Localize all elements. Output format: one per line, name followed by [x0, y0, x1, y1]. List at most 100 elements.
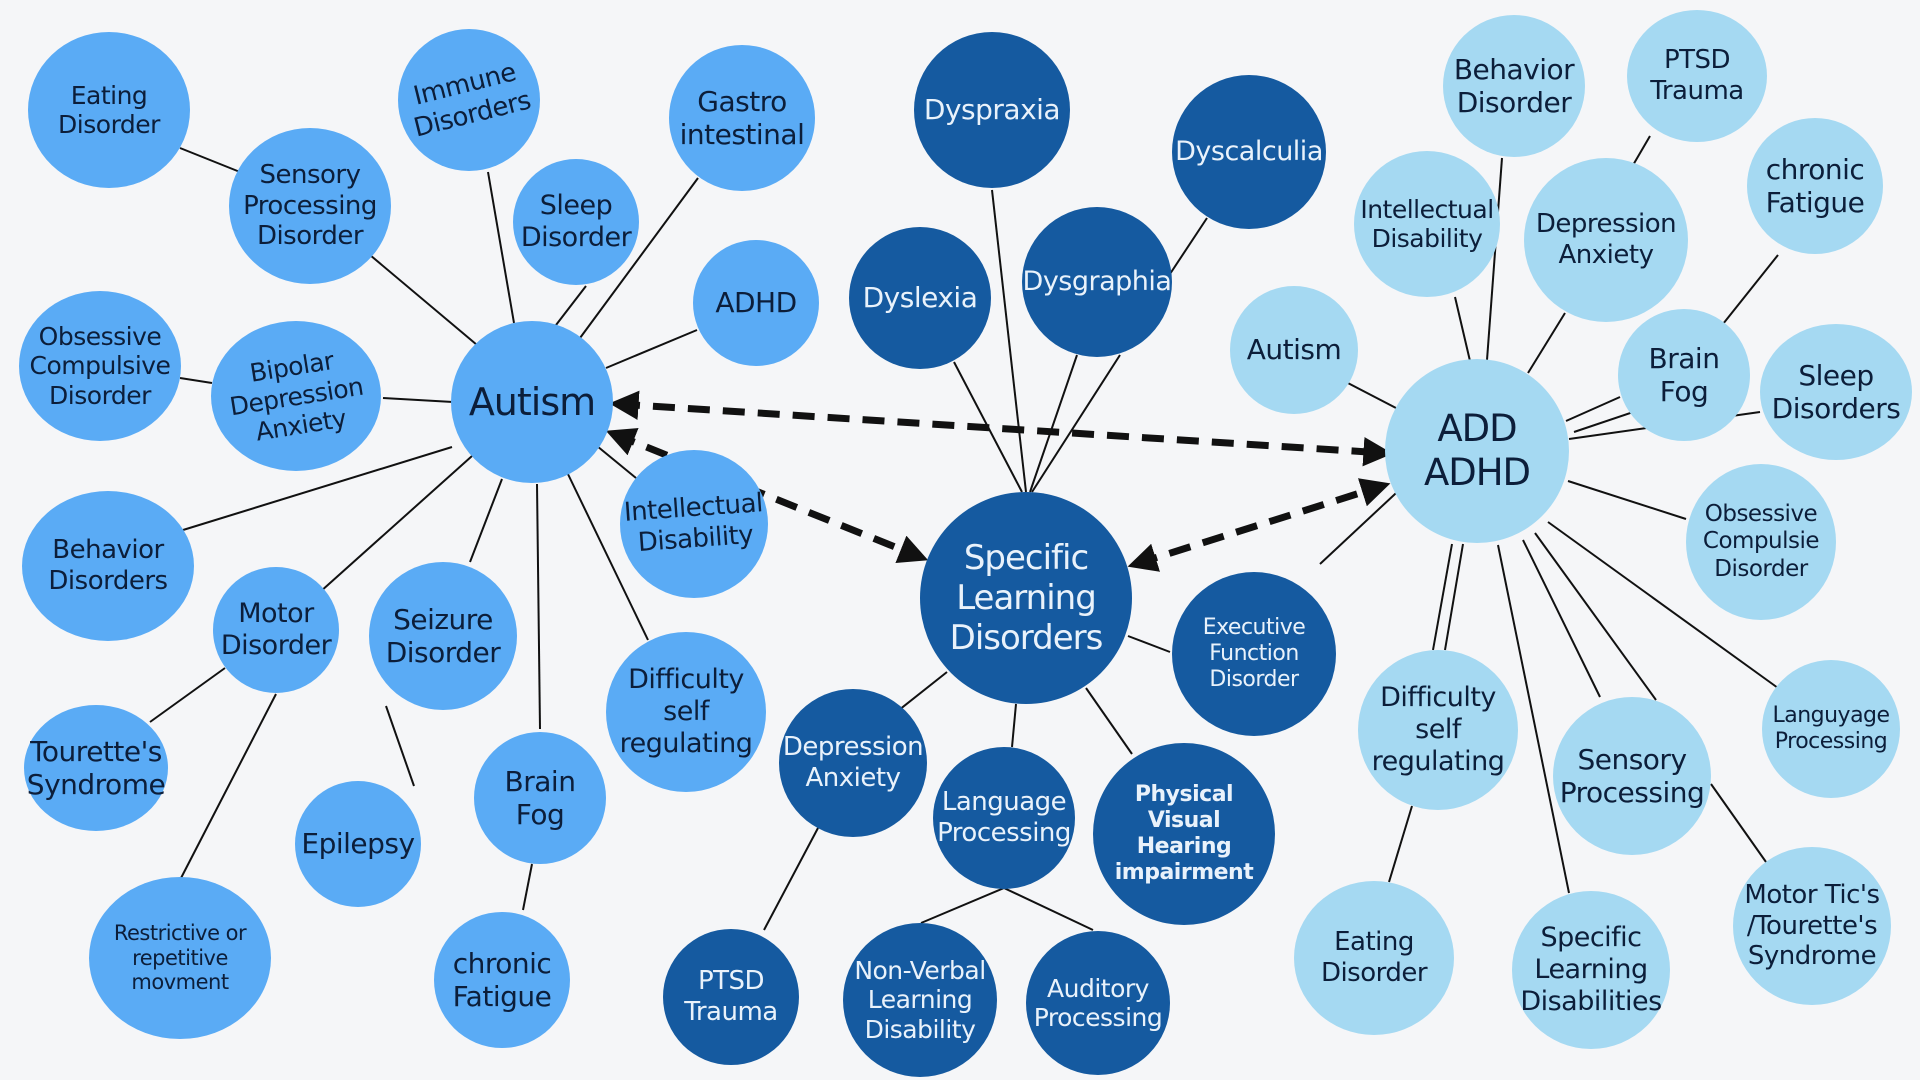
- node-label: PTSD Trauma: [684, 966, 778, 1027]
- sld-dysgraphia-node: Dysgraphia: [1022, 207, 1172, 357]
- connector-line: [536, 483, 541, 730]
- node-label: Autism: [468, 379, 596, 424]
- connector-line: [555, 285, 587, 326]
- sld-language-processing-node: Language Processing: [933, 747, 1075, 889]
- autism-immune-disorders-node: Immune Disorders: [398, 29, 540, 171]
- sld-nonverbal-node: Non-Verbal Learning Disability: [843, 923, 997, 1077]
- autism-hub-node: Autism: [451, 321, 613, 483]
- connector-line: [1011, 703, 1017, 748]
- node-label: Intellectual Disability: [1360, 194, 1494, 254]
- autism-chronic-fatigue-node: chronic Fatigue: [434, 912, 570, 1048]
- connector-line: [596, 445, 637, 479]
- connector-line: [182, 446, 453, 531]
- node-label: Obsessive Compulsive Disorder: [29, 321, 171, 410]
- node-label: Specific Learning Disorders: [949, 537, 1104, 659]
- connector-line: [1343, 380, 1397, 409]
- connector-line: [1444, 543, 1464, 651]
- connector-line: [1388, 805, 1413, 883]
- sld-physical-impairment-node: Physical Visual Hearing impairment: [1093, 743, 1275, 925]
- connector-line: [1085, 687, 1133, 755]
- autism-eating-disorder-node: Eating Disorder: [28, 32, 190, 188]
- connector-line: [522, 863, 533, 911]
- sld-dyspraxia-node: Dyspraxia: [914, 32, 1070, 188]
- connector-line: [1534, 532, 1657, 701]
- sld-ptsd-trauma-node: PTSD Trauma: [663, 929, 799, 1065]
- node-label: Depression Anxiety: [1535, 209, 1677, 270]
- connector-line: [469, 478, 503, 563]
- node-label: Behavior Disorder: [1453, 52, 1575, 119]
- connector-line: [487, 171, 515, 324]
- connector-line: [1486, 157, 1503, 361]
- node-label: PTSD Trauma: [1650, 45, 1744, 106]
- autism-intellectual-disability-node: Intellectual Disability: [620, 450, 768, 598]
- autism-sleep-disorder-node: Sleep Disorder: [513, 159, 639, 285]
- adhd-hub-node: ADD ADHD: [1385, 359, 1569, 543]
- node-label: Specific Learning Disabilities: [1520, 922, 1662, 1017]
- adhd-difficulty-self-regulating-node: Difficulty self regulating: [1358, 650, 1518, 810]
- connector-line: [319, 455, 473, 593]
- connector-line: [920, 887, 1005, 924]
- adhd-intellectual-disability-node: Intellectual Disability: [1354, 151, 1500, 297]
- connector-line: [1567, 480, 1687, 520]
- dashed-double-arrow: [605, 428, 929, 563]
- adhd-ocd-node: Obsessive Compulsie Disorder: [1686, 464, 1836, 620]
- adhd-chronic-fatigue-node: chronic Fatigue: [1747, 118, 1883, 254]
- node-label: Intellectual Disability: [622, 488, 764, 558]
- connector-line: [1454, 296, 1471, 362]
- autism-restrictive-movement-node: Restrictive or repetitive movment: [89, 877, 271, 1039]
- connector-line: [1522, 539, 1601, 698]
- node-label: Tourette's Syndrome: [26, 734, 166, 801]
- connector-line: [385, 705, 415, 787]
- connector-line: [579, 177, 699, 339]
- node-label: Dyscalculia: [1175, 136, 1323, 168]
- connector-line: [179, 693, 277, 881]
- node-label: Gastro intestinal: [679, 84, 805, 151]
- dashed-double-arrow: [1127, 478, 1391, 572]
- connector-line: [1710, 783, 1767, 863]
- adhd-autism-node: Autism: [1230, 286, 1358, 414]
- connector-line: [1029, 354, 1078, 493]
- node-label: Eating Disorder: [1320, 927, 1428, 988]
- autism-difficulty-self-regulating-node: Difficulty self regulating: [606, 632, 766, 792]
- autism-behavior-disorders-node: Behavior Disorders: [22, 491, 194, 641]
- sld-dyscalculia-node: Dyscalculia: [1172, 75, 1326, 229]
- connector-line: [382, 397, 454, 403]
- adhd-behavior-disorder-node: Behavior Disorder: [1443, 15, 1585, 157]
- node-label: Dyspraxia: [923, 93, 1061, 127]
- autism-sensory-processing-disorder-node: Sensory Processing Disorder: [229, 128, 391, 284]
- connector-line: [1432, 543, 1453, 651]
- connector-line: [1547, 521, 1779, 689]
- node-label: chronic Fatigue: [452, 946, 552, 1013]
- sld-hub-node: Specific Learning Disorders: [920, 492, 1132, 704]
- node-label: Difficulty self regulating: [1371, 682, 1505, 777]
- autism-ocd-node: Obsessive Compulsive Disorder: [19, 291, 181, 441]
- connector-line: [763, 827, 819, 931]
- node-label: Motor Disorder: [220, 598, 332, 661]
- connector-line: [1497, 544, 1570, 894]
- adhd-sleep-disorders-node: Sleep Disorders: [1760, 324, 1912, 460]
- adhd-ptsd-trauma-node: PTSD Trauma: [1627, 10, 1767, 142]
- node-label: Restrictive or repetitive movment: [113, 920, 247, 995]
- node-label: Executive Function Disorder: [1202, 615, 1306, 692]
- node-label: Motor Tic's /Tourette's Syndrome: [1744, 879, 1880, 972]
- autism-tourettes-node: Tourette's Syndrome: [24, 705, 168, 831]
- node-label: Dyslexia: [862, 281, 978, 315]
- adhd-eating-disorder-node: Eating Disorder: [1294, 881, 1454, 1035]
- node-label: ADHD: [715, 286, 797, 320]
- connector-line: [1714, 254, 1779, 335]
- connector-line: [1127, 635, 1171, 653]
- connector-line: [149, 667, 226, 723]
- node-label: Dysgraphia: [1022, 266, 1172, 298]
- dashed-double-arrow: [609, 390, 1393, 467]
- node-label: Bipolar Depression Anxiety: [227, 345, 365, 447]
- autism-motor-disorder-node: Motor Disorder: [213, 567, 339, 693]
- node-label: Seizure Disorder: [385, 602, 501, 669]
- node-label: Sensory Processing: [1559, 742, 1705, 809]
- node-label: Depression Anxiety: [782, 732, 924, 793]
- node-label: Non-Verbal Learning Disability: [854, 955, 986, 1044]
- connector-line: [1003, 887, 1094, 931]
- node-label: Brain Fog: [504, 764, 576, 831]
- autism-seizure-disorder-node: Seizure Disorder: [369, 562, 517, 710]
